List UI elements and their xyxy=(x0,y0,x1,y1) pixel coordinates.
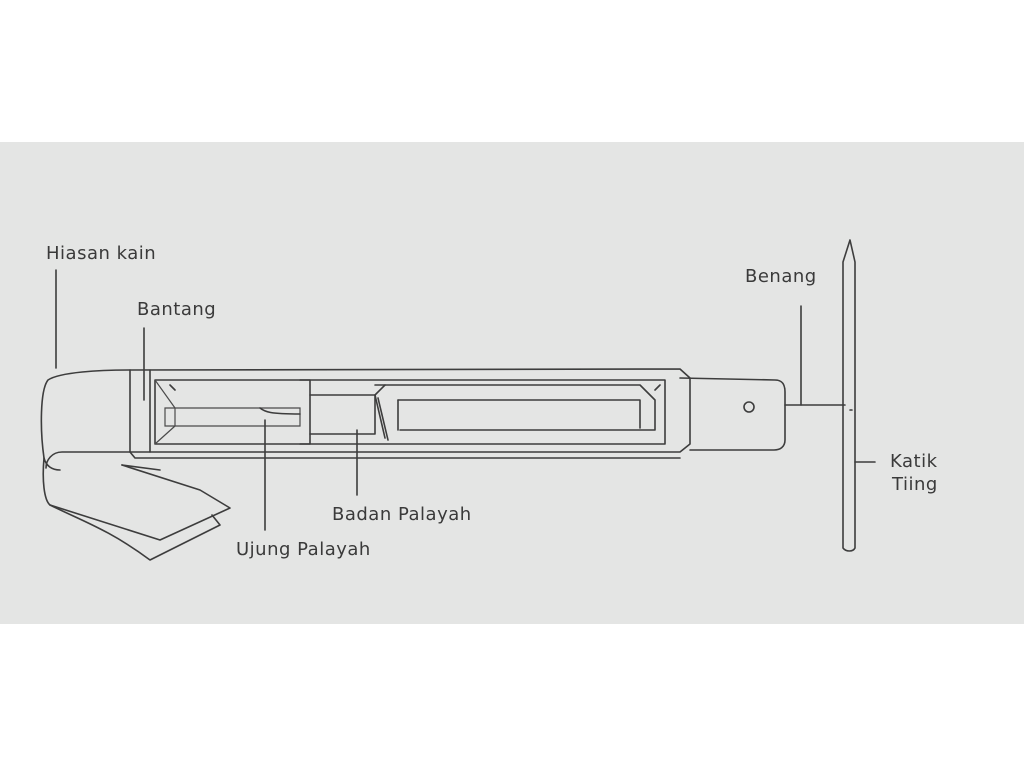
handle-end xyxy=(679,377,786,451)
scan-background xyxy=(0,142,1024,624)
label-benang: Benang xyxy=(745,266,817,287)
label-bantang: Bantang xyxy=(137,299,217,320)
leader-lines xyxy=(55,269,876,531)
label-tiing: Tiing xyxy=(892,474,938,495)
thread-and-stick xyxy=(784,239,856,552)
cloth-ornament xyxy=(40,369,231,561)
palayah-body xyxy=(129,368,691,459)
label-badan-palayah: Badan Palayah xyxy=(332,504,472,525)
label-katik: Katik xyxy=(890,451,938,472)
label-hiasan-kain: Hiasan kain xyxy=(46,243,157,264)
label-ujung-palayah: Ujung Palayah xyxy=(236,539,371,560)
